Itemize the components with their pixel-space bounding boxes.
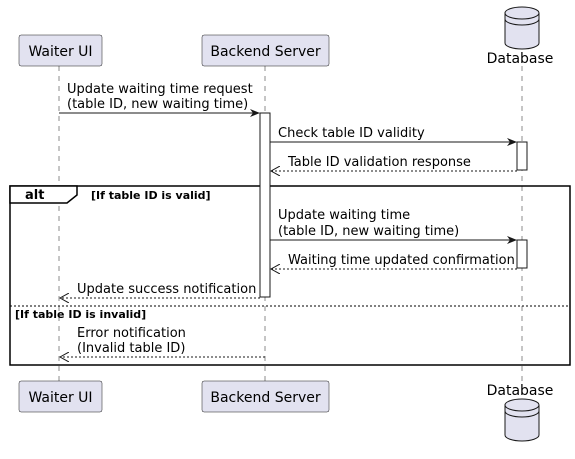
message-label: (table ID, new waiting time) xyxy=(67,97,248,112)
participant-database-top: Database xyxy=(487,6,554,67)
participant-label: Backend Server xyxy=(210,390,320,406)
message-label: Waiting time updated confirmation xyxy=(288,253,515,268)
message-label: Update waiting time request xyxy=(67,82,253,97)
message-label: Update waiting time xyxy=(278,208,410,223)
participant-label: Backend Server xyxy=(210,44,320,60)
message-label: (Invalid table ID) xyxy=(77,341,185,356)
alt-condition-invalid: [If table ID is invalid] xyxy=(15,308,146,321)
participant-label: Database xyxy=(487,383,554,399)
message-validation-response: Table ID validation response xyxy=(271,155,517,171)
participant-waiter-ui-bottom: Waiter UI xyxy=(18,380,103,413)
database-cylinder-icon xyxy=(504,6,540,50)
message-label: Check table ID validity xyxy=(278,126,425,141)
alt-fragment: alt [If table ID is valid] [If table ID … xyxy=(9,185,571,366)
activation-database-2 xyxy=(516,239,528,269)
message-check-validity: Check table ID validity xyxy=(270,126,517,146)
participant-label: Waiter UI xyxy=(28,44,92,60)
message-success-notification: Update success notification xyxy=(60,282,260,298)
activation-backend xyxy=(259,112,271,298)
alt-keyword: alt xyxy=(25,188,44,203)
message-label: (table ID, new waiting time) xyxy=(278,224,459,239)
message-update-waiting-time: Update waiting time (table ID, new waiti… xyxy=(270,208,517,244)
message-update-request: Update waiting time request (table ID, n… xyxy=(59,82,260,117)
participant-backend-top: Backend Server xyxy=(201,34,330,67)
participant-label: Waiter UI xyxy=(28,390,92,406)
participant-waiter-ui-top: Waiter UI xyxy=(18,34,103,67)
message-label: Table ID validation response xyxy=(287,155,471,170)
message-error-notification: Error notification (Invalid table ID) xyxy=(60,326,265,357)
participant-label: Database xyxy=(487,51,554,67)
database-cylinder-icon xyxy=(504,398,540,442)
participant-database-bottom: Database xyxy=(487,383,554,442)
message-label: Update success notification xyxy=(77,282,256,297)
message-label: Error notification xyxy=(77,326,186,341)
participant-backend-bottom: Backend Server xyxy=(201,380,330,413)
activation-database-1 xyxy=(516,141,528,171)
message-waiting-time-confirmation: Waiting time updated confirmation xyxy=(271,253,517,269)
alt-condition-valid: [If table ID is valid] xyxy=(91,189,211,202)
